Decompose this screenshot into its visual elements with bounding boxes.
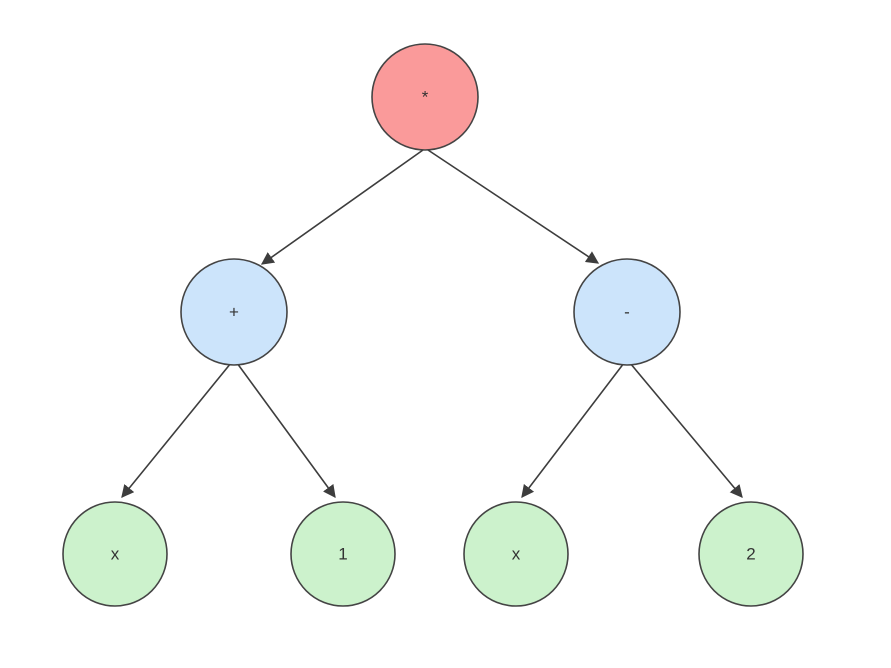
edge-root-to-right	[427, 149, 600, 264]
node-circle-minus	[573, 258, 681, 366]
node-circle-plus	[180, 258, 288, 366]
edge-left-to-left-right	[236, 362, 336, 499]
tree-node-plus: +	[180, 258, 288, 366]
node-label-plus: +	[229, 303, 239, 322]
tree-node-operand-1: 1	[290, 501, 396, 607]
edge-right-to-right-right	[629, 362, 743, 498]
edge-left-to-left-left	[121, 362, 232, 498]
edge-root-to-left	[260, 149, 424, 265]
tree-node-minus: -	[573, 258, 681, 366]
node-label-2: 2	[746, 545, 755, 564]
node-circle-1	[290, 501, 396, 607]
node-circle-x-left	[62, 501, 168, 607]
node-circle-multiply	[371, 43, 479, 151]
tree-node-multiply: *	[371, 43, 479, 151]
tree-edges	[121, 149, 743, 499]
node-circle-x-right	[463, 501, 569, 607]
tree-node-operand-x-right: x	[463, 501, 569, 607]
node-circle-2	[698, 501, 804, 607]
node-label-minus: -	[624, 303, 630, 322]
node-label-1: 1	[338, 545, 347, 564]
node-label-multiply: *	[422, 88, 429, 107]
tree-node-operand-x-left: x	[62, 501, 168, 607]
edge-right-to-right-left	[521, 362, 625, 499]
node-label-x-right: x	[512, 545, 521, 564]
node-label-x-left: x	[111, 545, 120, 564]
tree-node-operand-2: 2	[698, 501, 804, 607]
